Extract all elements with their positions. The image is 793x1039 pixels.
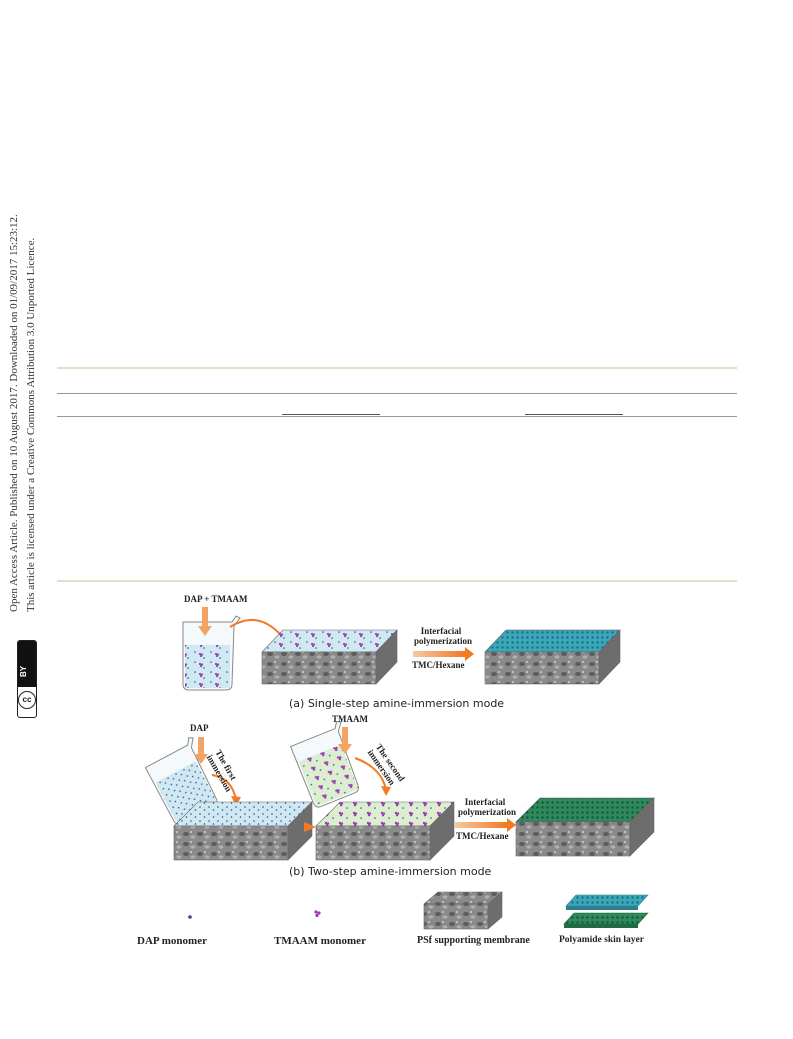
arrow-right-icon [507, 818, 516, 832]
beaker-b1-label: DAP [190, 723, 209, 733]
polyamide-layer-icon [563, 894, 649, 928]
caption-a: (a) Single-step amine-immersion mode [289, 697, 505, 710]
table-body-rule [57, 416, 737, 417]
table-top-rule [57, 367, 737, 369]
arrow-right-icon [465, 647, 474, 661]
beaker-b2 [289, 720, 360, 808]
tmaam-cluster-icon [314, 910, 321, 918]
down-arrow-icon [198, 607, 212, 636]
down-arrow-icon [338, 727, 352, 754]
beaker-b2-label: TMAAM [332, 714, 368, 724]
membrane-b-after [515, 797, 655, 857]
legend-tmaam: TMAAM monomer [274, 935, 366, 947]
legend-dap: DAP monomer [137, 935, 207, 947]
membrane-a-after [484, 629, 621, 685]
psf-membrane-icon [423, 891, 503, 930]
arrow-a-shaft [413, 651, 465, 657]
arrow-b-label-top: Interfacial polymerization [458, 797, 516, 817]
cc-icon: cc [18, 691, 36, 709]
table-span-rule-1 [282, 414, 380, 415]
beaker-a-label: DAP + TMAAM [184, 594, 248, 604]
membrane-b1 [173, 801, 313, 861]
dap-dot-icon [188, 915, 192, 919]
arrow-a-label-top: Interfacial polymerization [414, 626, 472, 646]
cc-by-badge[interactable]: BY cc [17, 640, 37, 718]
beaker-a [182, 615, 241, 691]
legend-psf: PSf supporting membrane [417, 935, 530, 946]
table-span-rule-2 [525, 414, 623, 415]
table-bottom-rule [57, 580, 737, 582]
legend-polyamide: Polyamide skin layer [559, 935, 644, 945]
table-header-rule [57, 393, 737, 394]
membrane-b2 [315, 801, 455, 861]
arrow-b-label-bottom: TMC/Hexane [456, 831, 509, 841]
membrane-a-before [261, 629, 398, 685]
down-arrow-icon [194, 737, 208, 764]
arrow-a-label-bottom: TMC/Hexane [412, 660, 465, 670]
caption-b: (b) Two-step amine-immersion mode [289, 865, 492, 878]
arrow-b-shaft [455, 822, 507, 828]
arrow-right-icon [304, 822, 316, 832]
